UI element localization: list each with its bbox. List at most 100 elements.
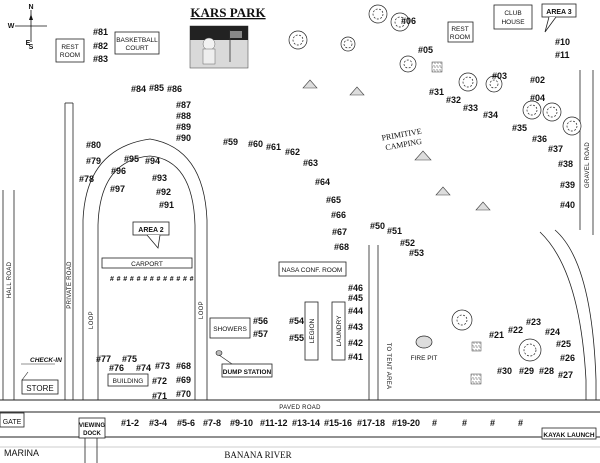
nasa-conf-room-label: NASA CONF. ROOM <box>282 267 343 274</box>
site-23: #23 <box>526 317 541 327</box>
tree-icon <box>562 116 582 136</box>
site-54: #57 <box>253 329 268 339</box>
viewing-dock-label-2: DOCK <box>83 431 101 437</box>
rest-room-right-label-1: REST <box>451 26 468 33</box>
site-labels: #06 #05 #03 #02 #04 #10 #11 #31 #32 #33 … <box>79 16 575 401</box>
trees <box>288 4 582 362</box>
site-15-16: #15-16 <box>324 418 352 428</box>
site-unnumbered: # <box>518 418 523 428</box>
site-38: #38 <box>558 159 573 169</box>
site-37: #37 <box>548 144 563 154</box>
site-3-4: #3-4 <box>149 418 167 428</box>
site-57: #61 <box>266 142 281 152</box>
showers-label: SHOWERS <box>213 326 247 333</box>
site-33: #33 <box>463 103 478 113</box>
site-70: #73 <box>155 361 170 371</box>
site-83: #86 <box>167 84 182 94</box>
kayak-launch-label: KAYAK LAUNCH <box>543 432 594 439</box>
facility-boxes <box>0 3 597 440</box>
site-17-18: #17-18 <box>357 418 385 428</box>
site-50: #53 <box>409 248 424 258</box>
site-1-2: #1-2 <box>121 418 139 428</box>
site-78: #81 <box>93 27 108 37</box>
site-21: #21 <box>489 330 504 340</box>
site-65: #68 <box>176 361 191 371</box>
club-house-label-2: HOUSE <box>501 19 525 26</box>
area-2-label: AREA 2 <box>138 227 164 234</box>
basketball-label-1: BASKETBALL <box>116 37 158 44</box>
site-94: #97 <box>110 184 125 194</box>
compass-n: N <box>28 4 33 11</box>
dump-station-label: DUMP STATION <box>223 369 272 376</box>
site-25: #25 <box>556 339 571 349</box>
tree-icon <box>288 30 308 50</box>
site-63: #67 <box>332 227 347 237</box>
site-85: #88 <box>176 111 191 121</box>
tree-icon <box>368 4 388 24</box>
site-53: #56 <box>253 316 268 326</box>
site-31: #31 <box>429 87 444 97</box>
loop-right-label: LOOP <box>199 301 205 319</box>
site-69: #72 <box>152 376 167 386</box>
site-44: #44 <box>348 306 363 316</box>
site-32: #32 <box>446 95 461 105</box>
site-81: #84 <box>131 84 146 94</box>
site-7-8: #7-8 <box>203 418 221 428</box>
site-82: #85 <box>149 83 164 93</box>
site-26: #26 <box>560 353 575 363</box>
astronaut-photo <box>189 25 249 69</box>
site-52: #55 <box>289 333 304 343</box>
site-04: #04 <box>530 93 545 103</box>
tree-icon <box>458 72 478 92</box>
site-76: #79 <box>86 156 101 166</box>
bottom-site-labels: #1-2 #3-4 #5-6 #7-8 #9-10 #11-12 #13-14 … <box>121 418 523 428</box>
grass-patches <box>431 61 482 385</box>
tree-icon <box>340 36 356 52</box>
gate-label: GATE <box>3 419 22 426</box>
site-27: #27 <box>558 370 573 380</box>
loop-left-label: LOOP <box>89 311 95 329</box>
site-5-6: #5-6 <box>177 418 195 428</box>
viewing-dock-label-1: VIEWING <box>79 423 105 429</box>
gravel-road-label: GRAVEL ROAD <box>585 142 591 188</box>
site-64: #68 <box>334 242 349 252</box>
site-48: #51 <box>387 226 402 236</box>
site-73: #76 <box>109 363 124 373</box>
tree-icon <box>542 102 562 122</box>
site-55: #59 <box>223 137 238 147</box>
check-in-label: CHECK-IN <box>30 357 62 364</box>
site-35: #35 <box>512 123 527 133</box>
site-06: #06 <box>401 16 416 26</box>
dump-station-marker <box>215 350 223 356</box>
tree-icon <box>485 75 503 93</box>
site-71: #74 <box>136 363 151 373</box>
tree-icon <box>451 309 473 331</box>
banana-river-label: BANANA RIVER <box>224 450 291 460</box>
site-51: #54 <box>289 316 304 326</box>
site-67: #70 <box>176 389 191 399</box>
site-49: #52 <box>400 238 415 248</box>
site-88: #91 <box>159 200 174 210</box>
rest-room-right-label-2: ROOM <box>450 34 470 41</box>
tree-icon <box>518 338 542 362</box>
site-41: #41 <box>348 352 363 362</box>
to-tent-area-label: TO TENT AREA <box>385 343 391 390</box>
area-3-label: AREA 3 <box>546 9 572 16</box>
building-label: BUILDING <box>113 378 144 385</box>
site-56: #60 <box>248 139 263 149</box>
site-72: #75 <box>122 354 137 364</box>
tree-icon <box>399 55 417 73</box>
site-30: #30 <box>497 366 512 376</box>
site-unnumbered: # <box>432 418 437 428</box>
site-84: #87 <box>176 100 191 110</box>
site-unnumbered: # <box>462 418 467 428</box>
site-58: #62 <box>285 147 300 157</box>
site-11-12: #11-12 <box>260 418 288 428</box>
map-title: KARS PARK <box>190 5 266 20</box>
site-92: #95 <box>124 154 139 164</box>
site-90: #93 <box>152 173 167 183</box>
hall-road-label: HALL ROAD <box>7 261 13 298</box>
carport-sites: # # # # # # # # # # # # # <box>110 276 194 283</box>
paved-road-label: PAVED ROAD <box>279 405 321 411</box>
